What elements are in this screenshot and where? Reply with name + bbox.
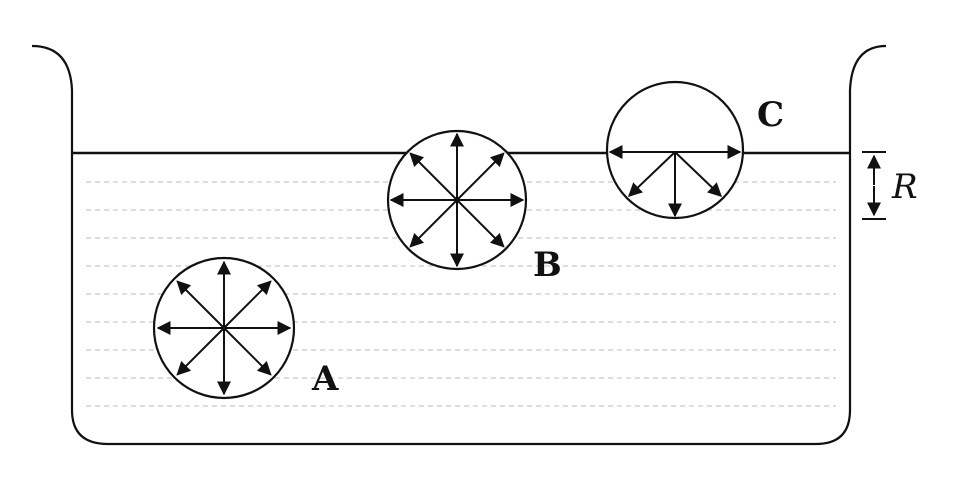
molecule-c-force-arrows (608, 145, 742, 218)
molecule-a-force-arrow (176, 280, 225, 329)
molecule-b-force-arrow (409, 152, 458, 201)
label-b: B (533, 245, 562, 285)
molecule-a (152, 256, 296, 400)
molecule-c (605, 80, 745, 220)
molecule-a-center (221, 325, 227, 331)
molecule-a-force-arrow (176, 327, 225, 376)
molecule-b-force-arrows (389, 132, 525, 268)
molecule-b-force-arrow (409, 199, 458, 248)
label-a: A (311, 359, 339, 399)
molecule-c-force-arrow (627, 151, 676, 197)
molecule-c-force-arrow (674, 151, 723, 197)
molecule-b-center (454, 197, 460, 203)
molecule-a-force-arrow (223, 280, 272, 329)
molecule-b-force-arrow (456, 199, 505, 248)
molecule-a-force-arrows (156, 260, 292, 396)
radius-label: R (891, 167, 918, 207)
container-outline (31, 44, 887, 446)
radius-marker: R (862, 151, 918, 220)
molecule-a-force-arrow (223, 327, 272, 376)
molecule-b (386, 129, 528, 271)
molecule-b-force-arrow (456, 152, 505, 201)
label-c: C (757, 95, 784, 135)
